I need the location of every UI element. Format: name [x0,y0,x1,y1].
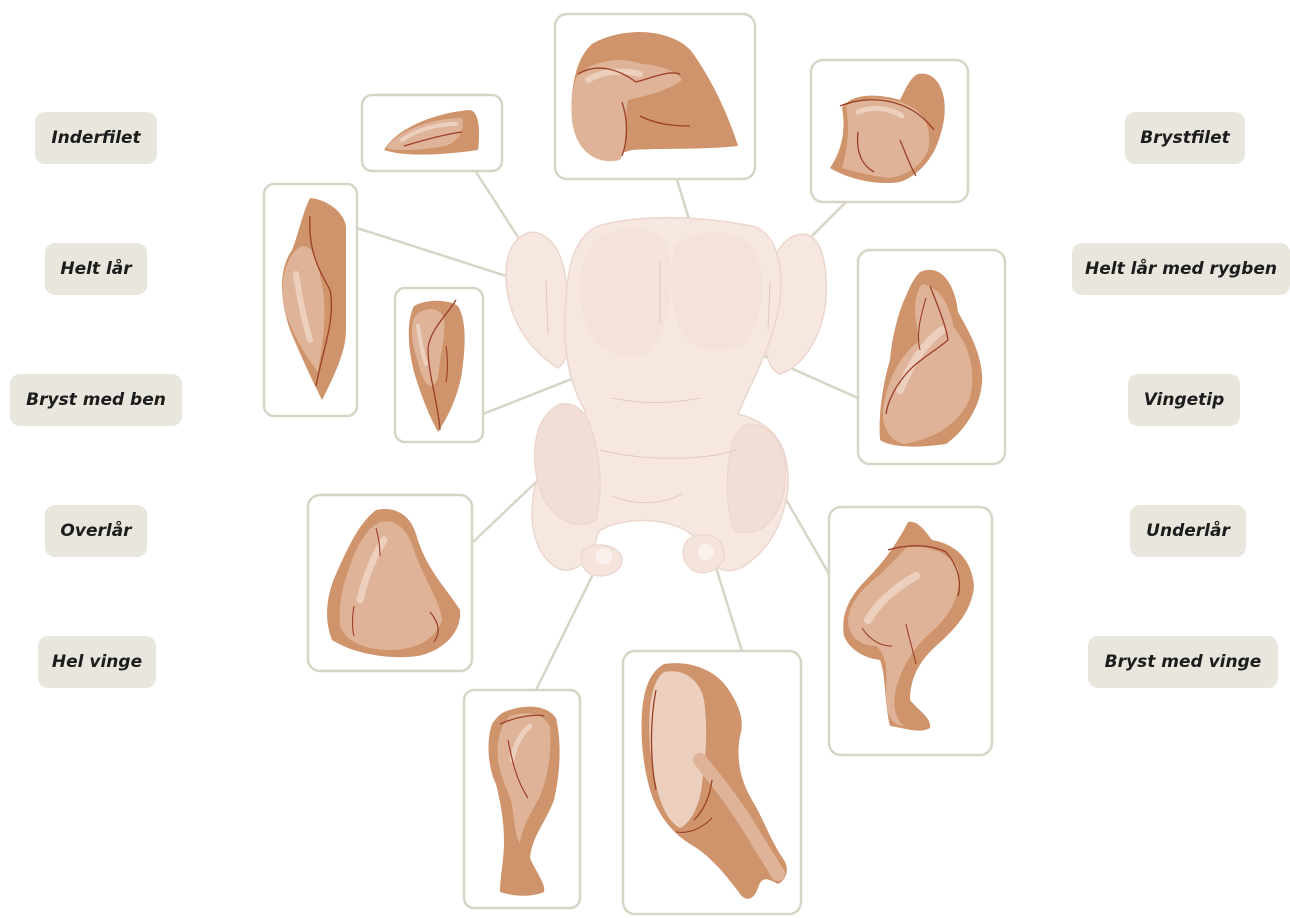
label-inderfilet[interactable]: Inderfilet [35,112,157,164]
label-bryst-med-ben[interactable]: Bryst med ben [10,374,182,426]
label-brystfilet[interactable]: Brystfilet [1125,112,1245,164]
label-hel-vinge[interactable]: Hel vinge [38,636,156,688]
label-overlar[interactable]: Overlår [45,505,147,557]
whole-chicken [506,218,826,576]
label-helt-lar-med-rygben[interactable]: Helt lår med rygben [1072,243,1290,295]
label-bryst-med-vinge[interactable]: Bryst med vinge [1088,636,1278,688]
label-underlar[interactable]: Underlår [1130,505,1246,557]
connector-hel-vinge [536,560,600,690]
label-helt-lar[interactable]: Helt lår [45,243,147,295]
label-vingetip[interactable]: Vingetip [1128,374,1240,426]
connector-inderfilet [476,172,525,248]
left-wing [506,232,570,368]
